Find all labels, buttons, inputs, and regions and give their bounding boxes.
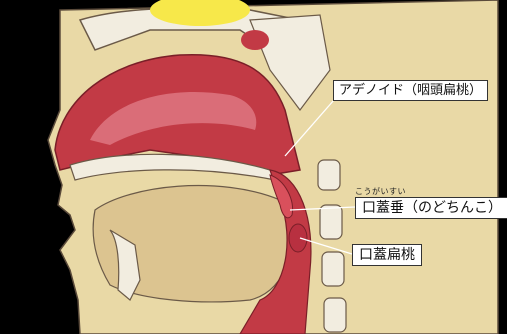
- label-uvula: 口蓋垂（のどちんこ）: [355, 197, 507, 219]
- label-palatine-tonsil: 口蓋扁桃: [352, 244, 422, 266]
- label-uvula-ruby: こうがいすい: [355, 186, 406, 197]
- sphenoid-sinus: [241, 30, 269, 50]
- label-adenoid: アデノイド（咽頭扁桃）: [333, 80, 488, 101]
- palatine-tonsil: [289, 224, 307, 252]
